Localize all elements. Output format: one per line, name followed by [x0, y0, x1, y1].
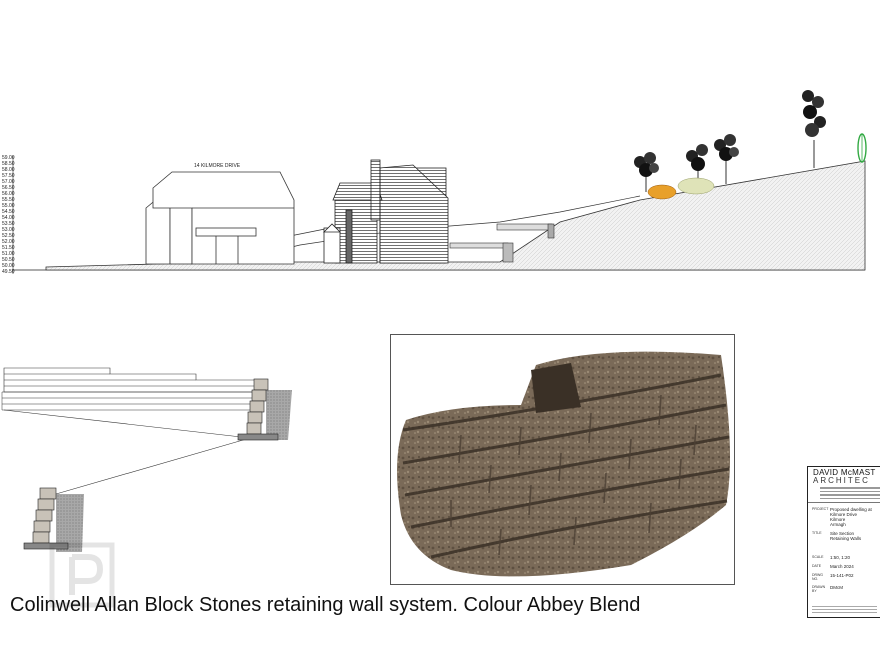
firm-address: [820, 487, 880, 499]
level-label: 55.00: [2, 203, 15, 209]
grass-plant: [857, 133, 867, 163]
level-label: 50.00: [2, 263, 15, 269]
drawing-number-value: 15-141-P02: [830, 573, 854, 578]
level-label: 51.00: [2, 251, 15, 257]
title-line: Retaining Walls: [830, 536, 862, 541]
project-line: Kilmore Drive: [830, 512, 858, 517]
neighbour-house: [145, 171, 295, 265]
watermark-logo: [49, 542, 115, 608]
tree: [714, 134, 739, 184]
level-label: 57.50: [2, 173, 15, 179]
level-label: 51.50: [2, 245, 15, 251]
tree: [802, 90, 826, 168]
project-label: PROJECT: [812, 507, 829, 511]
neighbour-label: 14 KILMORE DRIVE: [194, 163, 241, 169]
embankment: [45, 160, 866, 271]
tree: [634, 152, 659, 192]
drawing-number-label: DRWG No.: [812, 573, 824, 581]
wall-detail-section: [1, 367, 292, 552]
drawn-by-label: DRAWN BY: [812, 585, 826, 593]
title-line: Site Section: [830, 531, 855, 536]
level-label: 52.00: [2, 239, 15, 245]
tree: [686, 144, 708, 188]
project-line: Proposed dwelling at: [830, 507, 872, 512]
scale-label: SCALE: [812, 555, 824, 559]
level-label: 55.50: [2, 197, 15, 203]
shrubs: [647, 177, 715, 200]
level-label: 53.50: [2, 221, 15, 227]
level-label: 54.00: [2, 215, 15, 221]
level-label: 59.00: [2, 155, 15, 161]
level-label: 53.00: [2, 227, 15, 233]
date-value: March 2024: [830, 564, 854, 569]
title-label: TITLE: [812, 531, 822, 535]
title-block: DAVID McMAST ARCHITEC PROJECT Proposed d…: [807, 466, 880, 618]
level-label: 54.50: [2, 209, 15, 215]
level-label: 49.50: [2, 269, 15, 275]
project-line: Armagh: [830, 522, 846, 527]
level-label: 58.50: [2, 161, 15, 167]
proposed-dwelling: [323, 159, 449, 264]
firm-subtitle: ARCHITEC: [813, 476, 870, 485]
scale-value: 1:50, 1:20: [830, 555, 851, 560]
level-scale: 59.00 58.50 58.00 57.50 57.00 56.50 56.0…: [2, 155, 15, 275]
level-label: 50.50: [2, 257, 15, 263]
stone-wall-photo: [390, 334, 735, 585]
level-label: 52.50: [2, 233, 15, 239]
level-label: 57.00: [2, 179, 15, 185]
copyright-note: [808, 604, 880, 615]
retaining-wall-tiers: [449, 223, 555, 263]
drawn-by-value: DMcM: [830, 585, 843, 590]
firm-name: DAVID McMAST: [813, 468, 876, 477]
level-label: 56.50: [2, 185, 15, 191]
project-line: Kilmore: [830, 517, 846, 522]
date-label: DATE: [812, 564, 822, 568]
level-label: 58.00: [2, 167, 15, 173]
level-label: 56.00: [2, 191, 15, 197]
caption: Colinwell Allan Block Stones retaining w…: [10, 594, 641, 616]
